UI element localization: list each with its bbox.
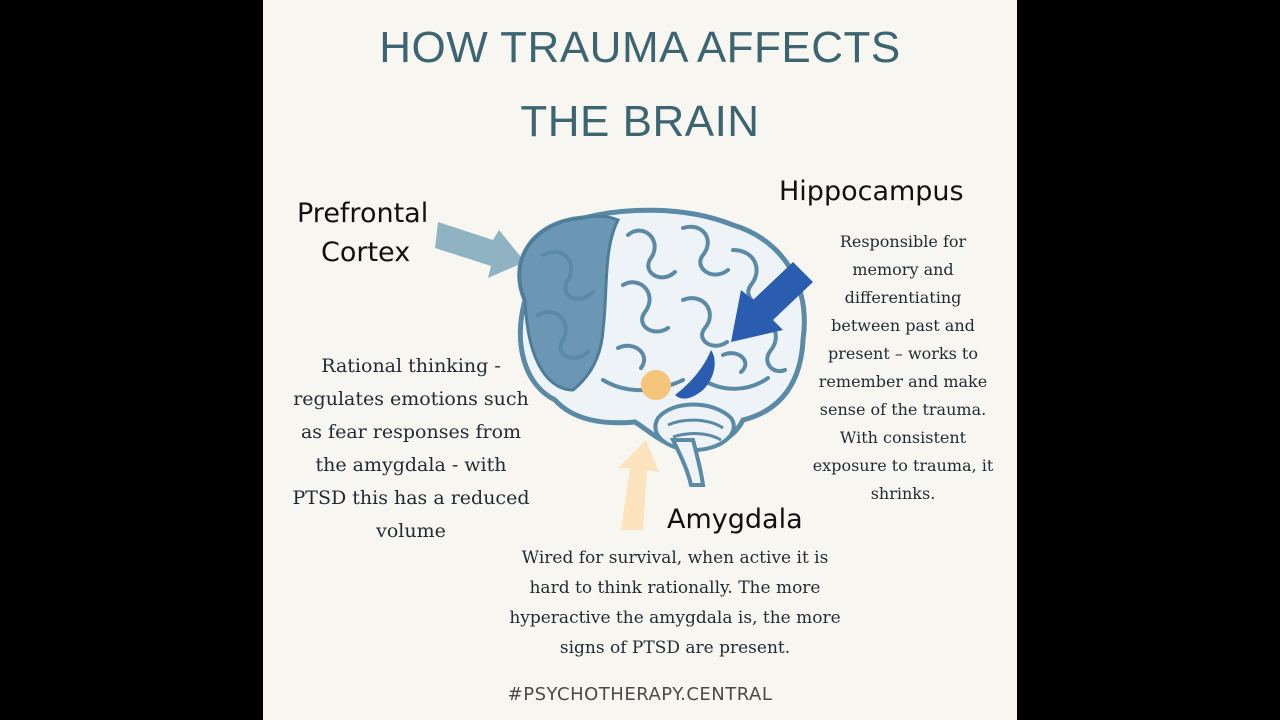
hippocampus-desc-line: With consistent [839, 428, 967, 447]
hippocampus-arrow [731, 262, 813, 342]
prefrontal-desc-line: Rational thinking - [321, 355, 501, 377]
hippocampus-desc-line: between past and [831, 316, 975, 335]
hippocampus-desc-line: memory and [852, 260, 954, 279]
amygdala-desc-line: hard to think rationally. The more [529, 578, 821, 598]
title-line-1: HOW TRAUMA AFFECTS [379, 23, 901, 72]
prefrontal-desc-line: PTSD this has a reduced [292, 487, 530, 509]
prefrontal-desc-line: as fear responses from [300, 421, 522, 443]
amygdala-region [641, 370, 671, 400]
infographic-card: HOW TRAUMA AFFECTS THE BRAIN Prefrontal … [263, 0, 1017, 720]
amygdala-arrow [618, 440, 659, 530]
prefrontal-desc-line: volume [376, 520, 446, 542]
prefrontal-description: Rational thinking - regulates emotions s… [281, 350, 541, 548]
prefrontal-desc-line: the amygdala - with [315, 454, 507, 476]
hippocampus-desc-line: present – works to [828, 344, 978, 363]
amygdala-label: Amygdala [667, 504, 803, 535]
amygdala-desc-line: hyperactive the amygdala is, the more [509, 608, 841, 628]
brain-stem [669, 438, 706, 487]
hippocampus-desc-line: Responsible for [839, 232, 967, 251]
amygdala-description: Wired for survival, when active it is ha… [485, 543, 865, 663]
hippocampus-desc-line: shrinks. [870, 484, 936, 503]
brain [517, 207, 807, 487]
prefrontal-arrow [435, 222, 525, 278]
title-line-2: THE BRAIN [520, 97, 760, 146]
prefrontal-region [518, 214, 621, 392]
hippocampus-label: Hippocampus [779, 176, 964, 207]
prefrontal-label-line-2: Cortex [321, 237, 411, 269]
brain-illustration [435, 207, 813, 530]
hippocampus-description: Responsible for memory and differentiati… [803, 228, 1003, 508]
hippocampus-desc-line: exposure to trauma, it [812, 456, 994, 475]
hippocampus-desc-line: remember and make [818, 372, 988, 391]
prefrontal-label: Prefrontal Cortex [297, 194, 428, 272]
hippocampus-desc-line: sense of the trauma. [819, 400, 987, 419]
hippocampus-desc-line: differentiating [844, 288, 962, 307]
footer-handle: #PSYCHOTHERAPY.CENTRAL [507, 684, 773, 705]
prefrontal-label-line-1: Prefrontal [297, 198, 429, 229]
prefrontal-desc-line: regulates emotions such [293, 388, 529, 410]
hippocampus-region [675, 350, 715, 399]
amygdala-desc-line: Wired for survival, when active it is [521, 548, 829, 568]
amygdala-desc-line: signs of PTSD are present. [559, 638, 791, 658]
